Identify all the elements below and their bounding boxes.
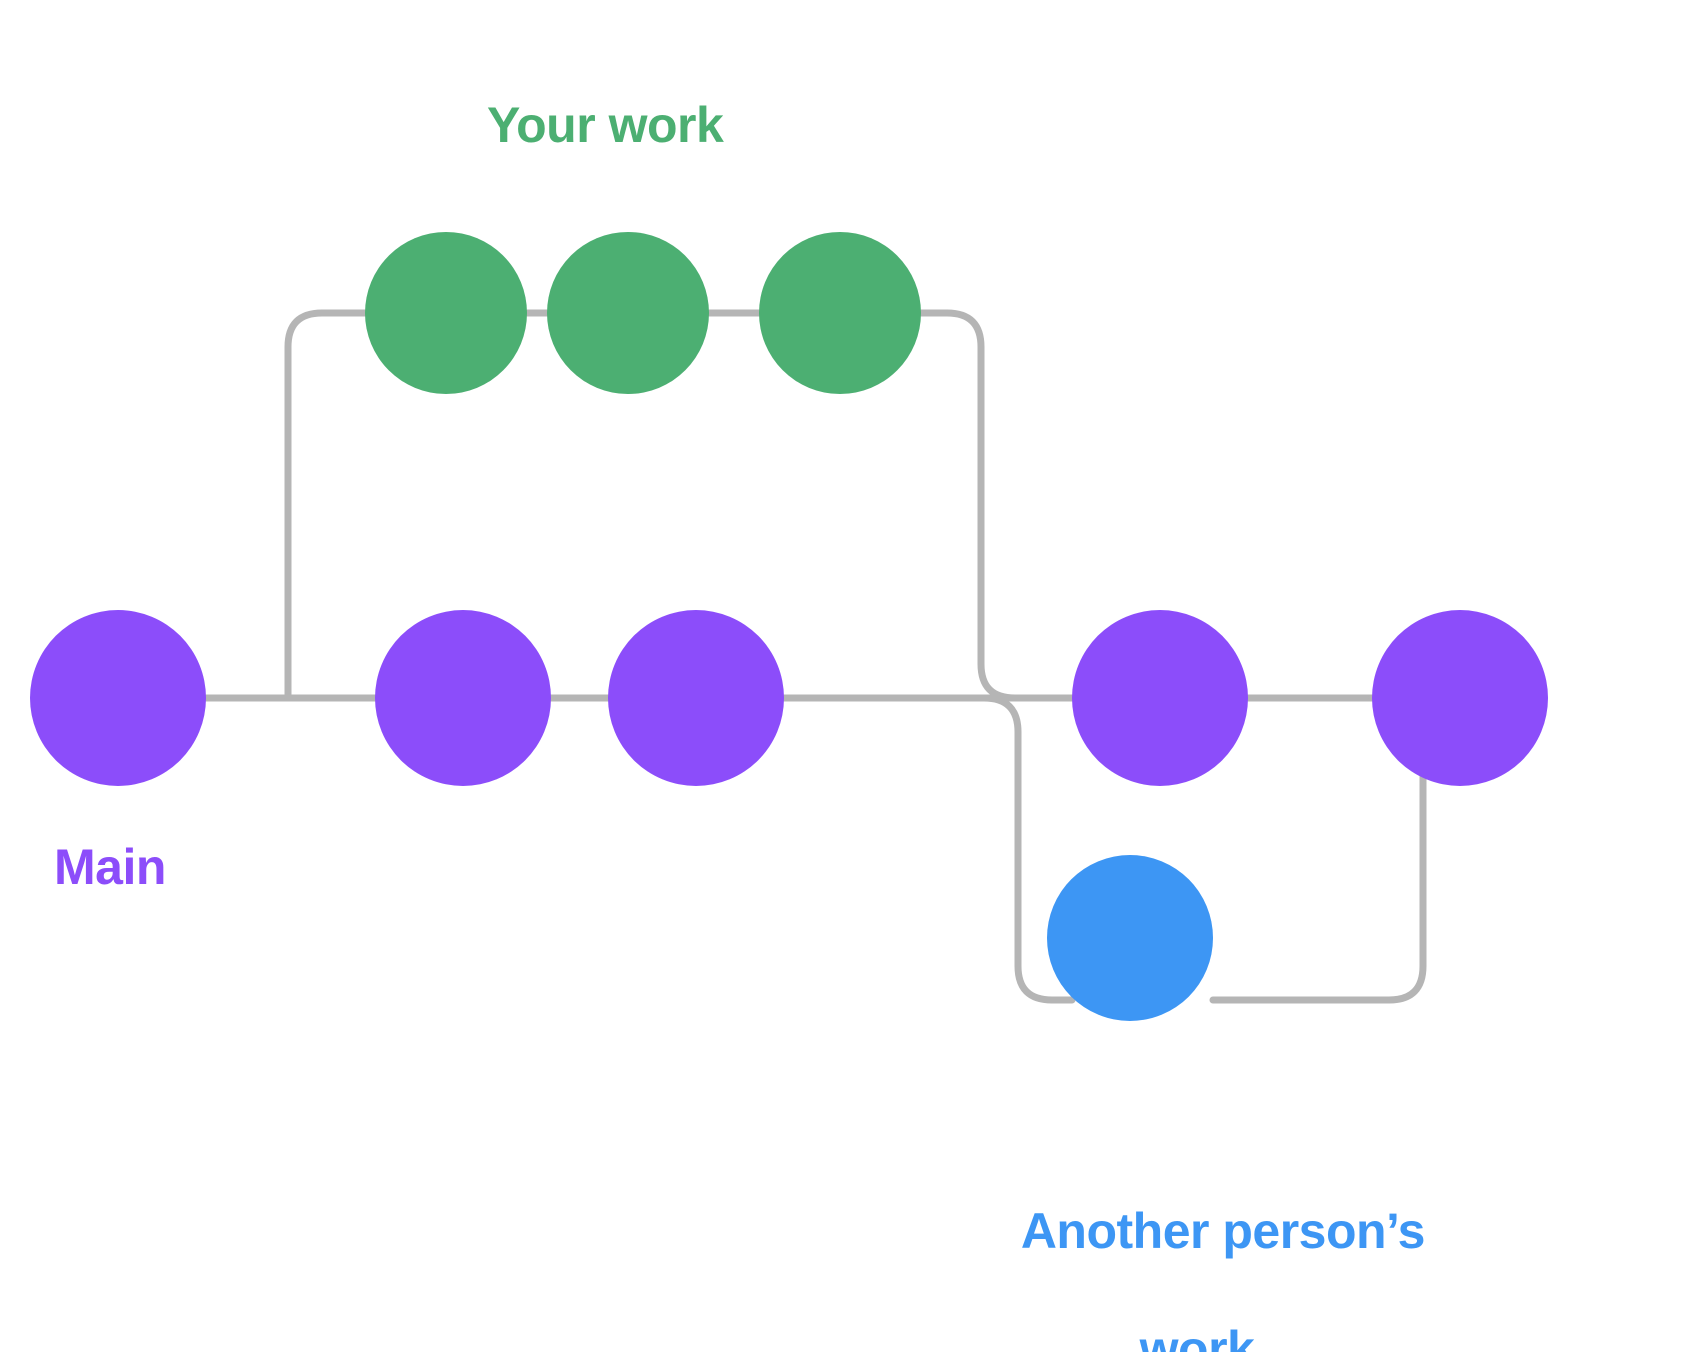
branch-label-your-work: Your work <box>487 97 724 153</box>
commit-node-your-work-3[interactable] <box>759 232 921 394</box>
nodes-layer <box>30 232 1548 1021</box>
commit-node-another-person-1[interactable] <box>1047 855 1213 1021</box>
edge-branch-out-another <box>780 694 1076 1004</box>
branch-label-main: Main <box>54 839 166 895</box>
commit-node-main-1[interactable] <box>30 610 206 786</box>
commit-node-main-2[interactable] <box>375 610 551 786</box>
edge-merge-your-work <box>917 309 1076 702</box>
branch-label-another-person-line2: work <box>1139 1321 1255 1352</box>
branch-label-another-person-line1: Another person’s <box>1020 1203 1426 1259</box>
commit-node-your-work-1[interactable] <box>365 232 527 394</box>
branch-label-another-person: Another person’s work <box>908 1143 1486 1352</box>
edge-branch-out-your-work <box>284 309 369 702</box>
commit-node-main-4[interactable] <box>1072 610 1248 786</box>
commit-node-your-work-2[interactable] <box>547 232 709 394</box>
commit-node-main-5[interactable] <box>1372 610 1548 786</box>
commit-node-main-3[interactable] <box>608 610 784 786</box>
